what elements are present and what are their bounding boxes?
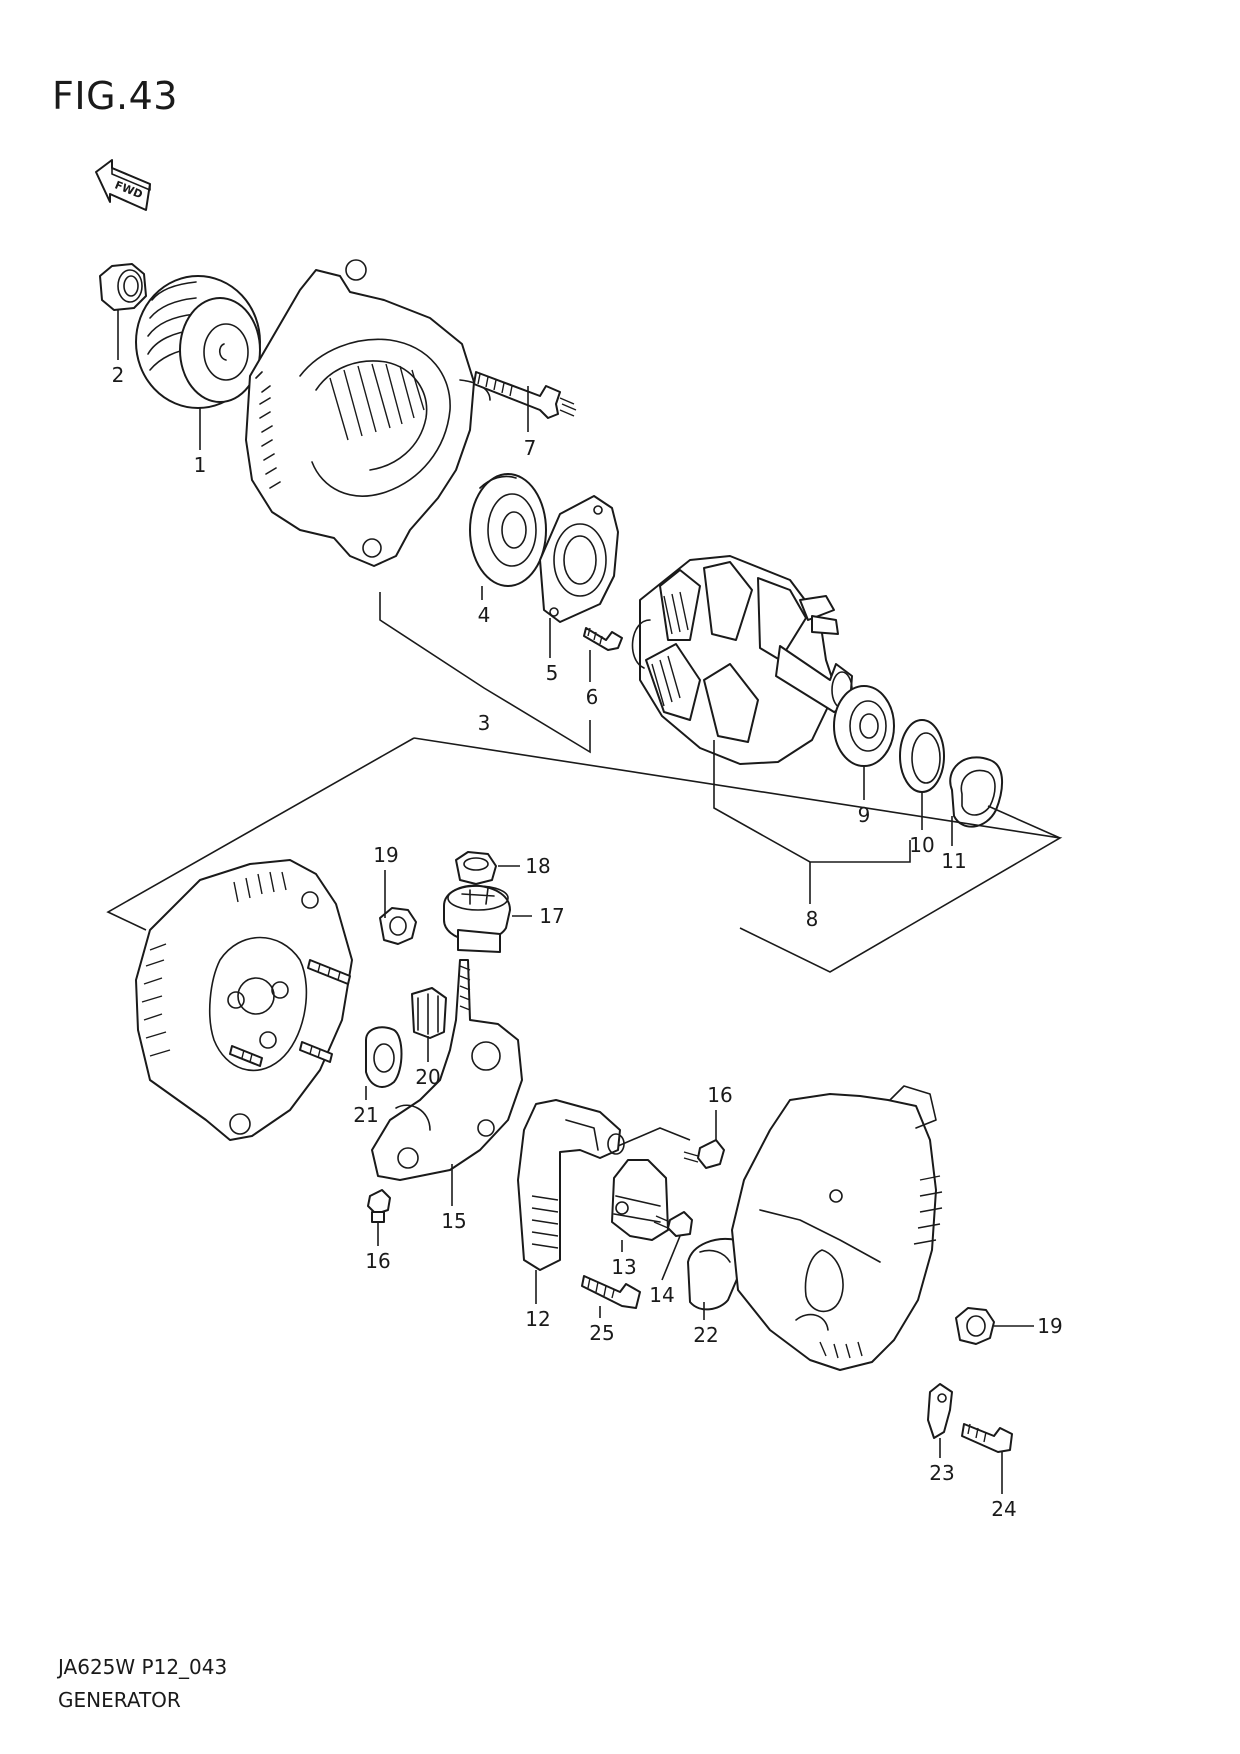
figure-title: FIG.43 [52,74,178,118]
rear-bearing [833,685,895,767]
insulator-washer [365,1026,403,1088]
callout-10: 10 [909,833,934,857]
fwd-arrow-icon: FWD [95,159,151,211]
screw-right [683,1139,725,1169]
callout-21: 21 [353,1103,378,1127]
ic-regulator [517,1099,625,1271]
pulley [135,275,261,409]
callout-13: 13 [611,1255,636,1279]
rear-frame [135,859,353,1141]
callout-5: 5 [546,661,559,685]
nut-lower [955,1307,995,1345]
leader-lines [106,310,1063,1494]
callout-20: 20 [415,1065,440,1089]
terminal-insulator [443,884,511,953]
callout-7: 7 [524,436,537,460]
callout-12: 12 [525,1307,550,1331]
callout-15: 15 [441,1209,466,1233]
callout-19-upper: 19 [373,843,398,867]
callout-16-right: 16 [707,1083,732,1107]
screw-holder [653,1211,693,1237]
brush-holder [611,1159,669,1241]
callout-25: 25 [589,1321,614,1345]
callout-8: 8 [806,907,819,931]
pulley-nut [99,263,147,311]
callout-6: 6 [586,685,599,709]
nut-upper [379,907,417,945]
brush-set [411,987,447,1039]
callout-9: 9 [858,803,871,827]
retainer-screw [583,627,623,651]
bearing-cover [899,719,945,793]
callout-1: 1 [194,453,207,477]
callout-17: 17 [539,904,564,928]
diagram-code: JA625W P12_043 [58,1655,228,1679]
callout-23: 23 [929,1461,954,1485]
front-bearing [469,473,547,587]
callout-2: 2 [112,363,125,387]
callout-22: 22 [693,1323,718,1347]
callout-3: 3 [478,711,491,735]
rotor [631,555,853,765]
stud-bolt [473,371,577,419]
callout-11: 11 [941,849,966,873]
drive-end-frame [245,259,491,567]
screw-left [367,1189,391,1223]
callout-19-lower: 19 [1037,1314,1062,1338]
bearing-retainer [539,495,619,623]
rear-cover [731,1085,943,1371]
regulator-screw [581,1275,641,1309]
rubber-ring [949,756,1003,828]
callout-14: 14 [649,1283,674,1307]
diagram-title: GENERATOR [58,1688,181,1712]
callout-16-left: 16 [365,1249,390,1273]
callouts: 2 1 7 4 5 6 3 9 10 11 8 19 18 17 20 21 1… [112,363,1063,1521]
bracket [927,1383,953,1439]
callout-24: 24 [991,1497,1016,1521]
callout-4: 4 [478,603,491,627]
callout-18: 18 [525,854,550,878]
terminal-nut [455,851,497,885]
bolt [961,1423,1013,1453]
rectifier [371,959,523,1181]
